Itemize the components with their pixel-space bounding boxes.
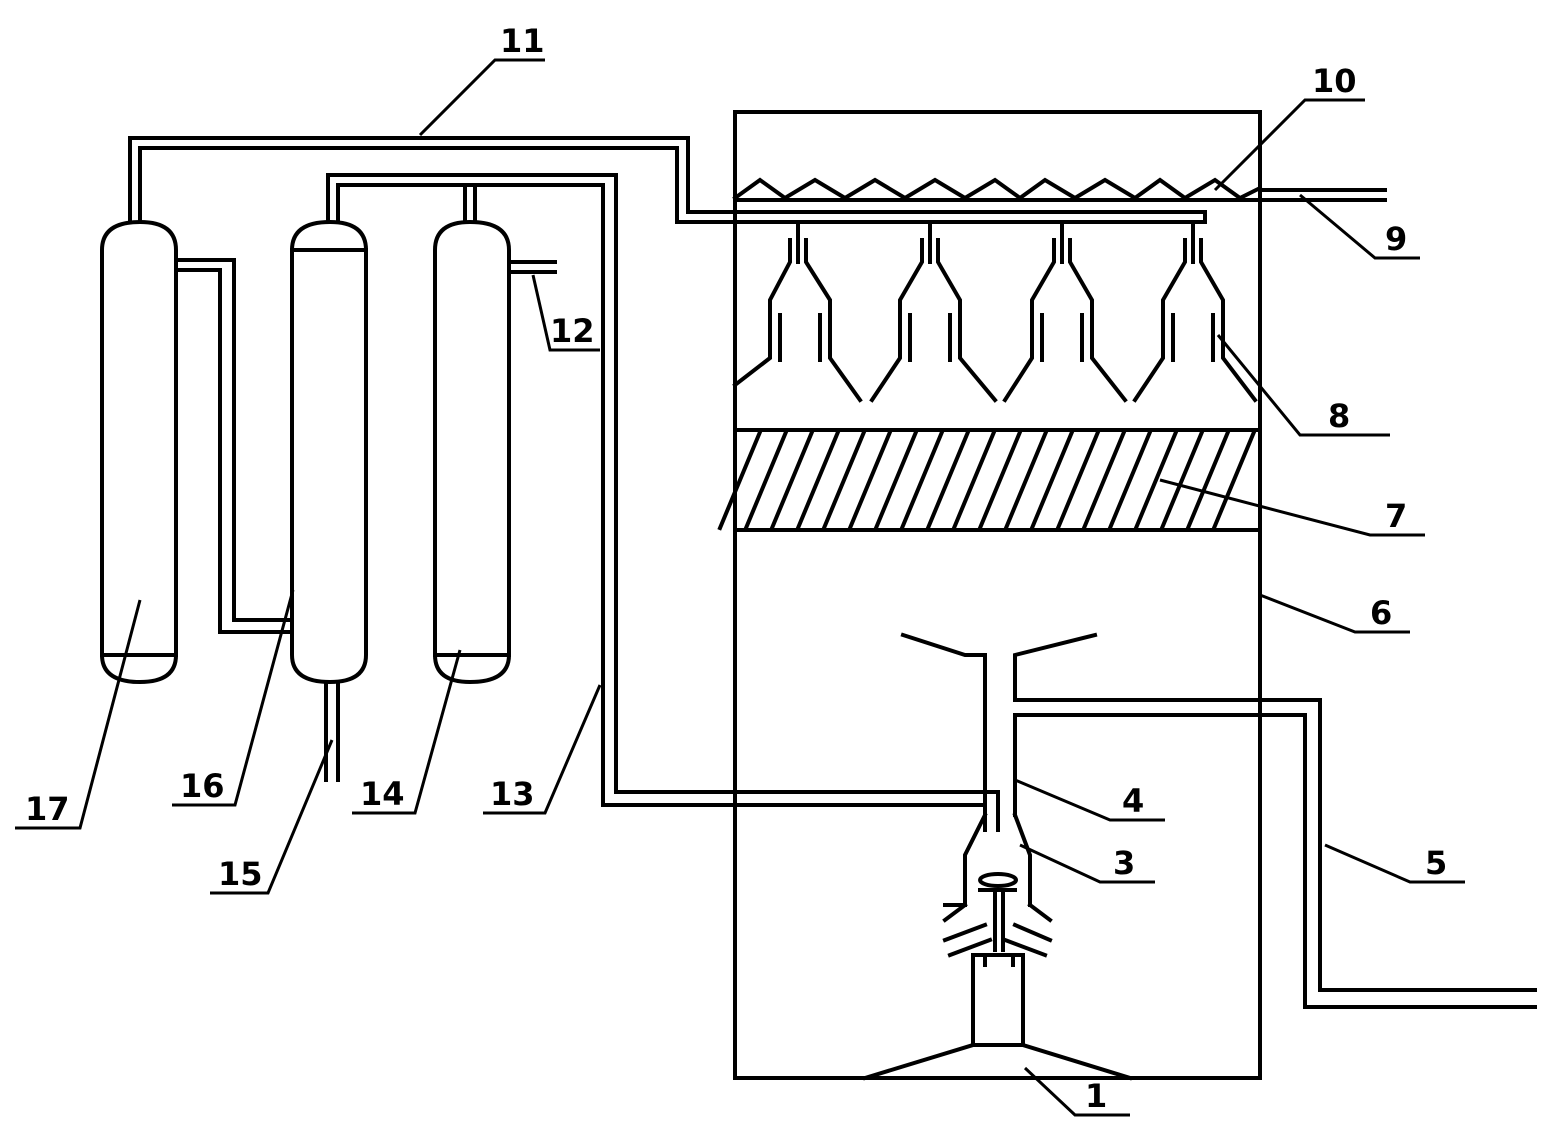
label-3: 3 [1113, 844, 1135, 882]
nozzle-2 [869, 220, 998, 403]
packing-hatch-line [743, 429, 789, 531]
packing-hatch-line [1003, 429, 1049, 531]
packing-layer [717, 428, 1262, 532]
leader-lines [15, 58, 1465, 1117]
packing-hatch-line [1159, 429, 1205, 531]
packing-hatch-line [977, 429, 1023, 531]
tank-17 [100, 219, 178, 685]
packing-hatch-line [899, 429, 945, 531]
tank-inlet-pipe [507, 260, 557, 274]
packing-hatch-line [1211, 429, 1257, 531]
tank-14 [433, 219, 511, 685]
packing-hatch-line [1029, 429, 1075, 531]
packing-hatch-line [925, 429, 971, 531]
labels: 11 10 9 8 7 6 4 3 5 1 12 13 14 15 16 17 [25, 22, 1447, 1115]
atomizer-assembly [942, 812, 1053, 958]
packing-hatch-line [717, 429, 763, 531]
packing-hatch-line [1133, 429, 1179, 531]
packing-hatch-line [769, 429, 815, 531]
label-10: 10 [1312, 62, 1357, 100]
label-13: 13 [490, 775, 535, 813]
label-5: 5 [1425, 844, 1447, 882]
label-9: 9 [1385, 220, 1407, 258]
label-15: 15 [218, 855, 263, 893]
packing-hatch-line [1107, 429, 1153, 531]
label-1: 1 [1085, 1077, 1107, 1115]
label-12: 12 [550, 312, 595, 350]
nozzle-3 [1002, 220, 1128, 403]
motor-base [862, 953, 1133, 1081]
packing-hatch-line [847, 429, 893, 531]
tank-connection-pipe [174, 258, 294, 634]
packing-hatch-line [1055, 429, 1101, 531]
nozzle-1 [732, 220, 863, 403]
label-7: 7 [1385, 497, 1407, 535]
packing-hatch-line [821, 429, 867, 531]
nozzle-4 [1132, 220, 1258, 403]
label-4: 4 [1122, 782, 1144, 820]
packing-hatch-line [1185, 429, 1231, 531]
label-8: 8 [1328, 397, 1350, 435]
packing-hatch-line [873, 429, 919, 531]
outlet-pipe [1258, 188, 1387, 202]
spray-nozzles [732, 220, 1258, 403]
label-14: 14 [360, 775, 405, 813]
zigzag-demister [732, 177, 1263, 201]
feed-pipe [326, 173, 1000, 832]
drain-pipe [324, 680, 340, 782]
label-16: 16 [180, 767, 225, 805]
inlet-distributor [900, 632, 1537, 1009]
label-17: 17 [25, 790, 70, 828]
main-vessel [733, 110, 1262, 1080]
packing-hatch-line [951, 429, 997, 531]
label-6: 6 [1370, 594, 1392, 632]
packing-hatch-line [795, 429, 841, 531]
label-11: 11 [500, 22, 545, 60]
tank-16 [290, 219, 368, 685]
packing-hatch-line [1081, 429, 1127, 531]
spray-header-pipe [128, 136, 1207, 224]
